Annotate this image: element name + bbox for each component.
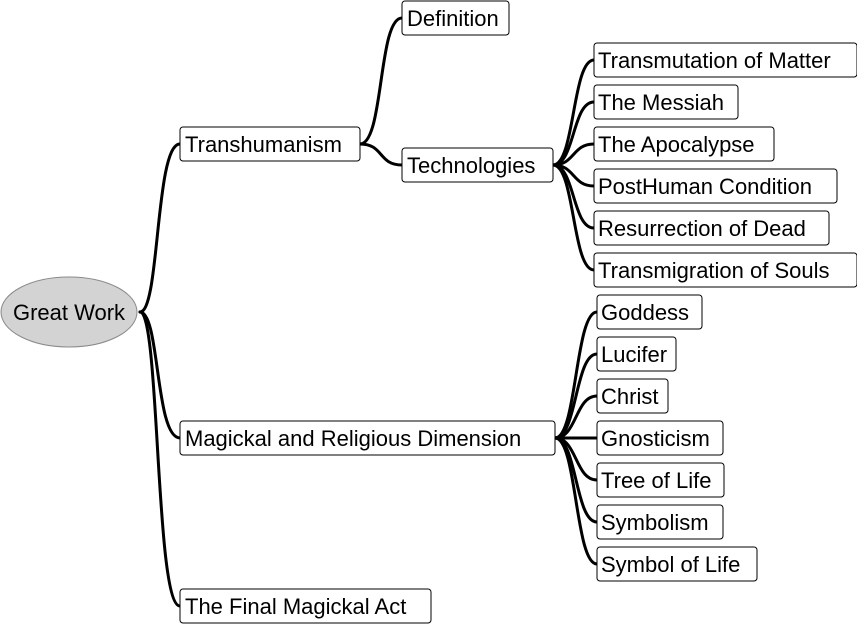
node-magickal-item[interactable]: Lucifer: [596, 336, 677, 372]
node-magickal-item[interactable]: Goddess: [596, 294, 703, 330]
node-box: [593, 42, 857, 78]
node-magickal-item[interactable]: Symbol of Life: [596, 546, 758, 582]
magickal-connectors: [553, 310, 599, 566]
connector-magickal-item: [553, 352, 599, 440]
node-magickal-item[interactable]: Christ: [596, 378, 669, 414]
connector-root-final-act: [138, 310, 182, 608]
connector-root-magickal: [138, 310, 182, 440]
node-box: [179, 588, 432, 624]
node-label: Magickal and Religious Dimension: [185, 426, 521, 451]
node-label: Technologies: [407, 153, 535, 178]
connector-root-transhumanism: [138, 142, 182, 314]
node-magickal-item[interactable]: Gnosticism: [596, 420, 724, 456]
node-label: Tree of Life: [601, 468, 711, 493]
node-box: [179, 126, 361, 162]
node-box: [593, 252, 857, 288]
node-technologies[interactable]: Technologies: [401, 147, 554, 183]
node-label: Transhumanism: [185, 132, 342, 157]
connector-transhumanism-technologies: [358, 142, 404, 167]
connector-technologies-item: [551, 58, 596, 167]
node-label: PostHuman Condition: [598, 174, 812, 199]
node-box: [179, 420, 556, 456]
node-technology-item[interactable]: PostHuman Condition: [593, 168, 838, 204]
node-transhumanism[interactable]: Transhumanism: [179, 126, 361, 162]
node-technology-item[interactable]: Transmigration of Souls: [593, 252, 857, 288]
node-box: [593, 126, 775, 162]
connector-technologies-item: [551, 163, 596, 272]
node-label: Symbolism: [601, 510, 709, 535]
root-connectors: [138, 142, 182, 608]
node-box: [401, 0, 510, 36]
node-label: Gnosticism: [601, 426, 710, 451]
node-label: The Final Magickal Act: [185, 594, 406, 619]
node-box: [596, 294, 703, 330]
node-label: Transmutation of Matter: [598, 48, 831, 73]
node-label: Resurrection of Dead: [598, 216, 806, 241]
node-label: Lucifer: [601, 342, 667, 367]
node-label: Christ: [601, 384, 658, 409]
node-definition[interactable]: Definition: [401, 0, 510, 36]
root-ellipse: [0, 276, 138, 348]
node-magickal-item[interactable]: Symbolism: [596, 504, 724, 540]
node-box: [401, 147, 554, 183]
node-label: Definition: [407, 6, 499, 31]
node-magickal-item[interactable]: Tree of Life: [596, 462, 725, 498]
node-label: Transmigration of Souls: [598, 258, 830, 283]
node-label: The Messiah: [598, 90, 724, 115]
node-technology-item[interactable]: Resurrection of Dead: [593, 210, 830, 246]
technologies-connectors: [551, 58, 596, 272]
node-technology-item[interactable]: The Messiah: [593, 84, 739, 120]
node-box: [596, 378, 669, 414]
connector-magickal-item: [553, 436, 599, 566]
node-box: [596, 336, 677, 372]
node-box: [596, 504, 724, 540]
node-box: [596, 420, 724, 456]
connector-transhumanism-definition: [358, 16, 404, 146]
node-technology-item[interactable]: The Apocalypse: [593, 126, 775, 162]
node-label: Goddess: [601, 300, 689, 325]
node-box: [596, 546, 758, 582]
node-box: [596, 462, 725, 498]
root-label: Great Work: [13, 300, 126, 325]
node-final-act[interactable]: The Final Magickal Act: [179, 588, 432, 624]
node-box: [593, 210, 830, 246]
node-label: Symbol of Life: [601, 552, 740, 577]
node-technology-item[interactable]: Transmutation of Matter: [593, 42, 857, 78]
node-label: The Apocalypse: [598, 132, 755, 157]
node-box: [593, 168, 838, 204]
node-magickal[interactable]: Magickal and Religious Dimension: [179, 420, 556, 456]
transhumanism-connectors: [358, 16, 404, 167]
root-node[interactable]: Great Work: [0, 276, 138, 348]
node-box: [593, 84, 739, 120]
